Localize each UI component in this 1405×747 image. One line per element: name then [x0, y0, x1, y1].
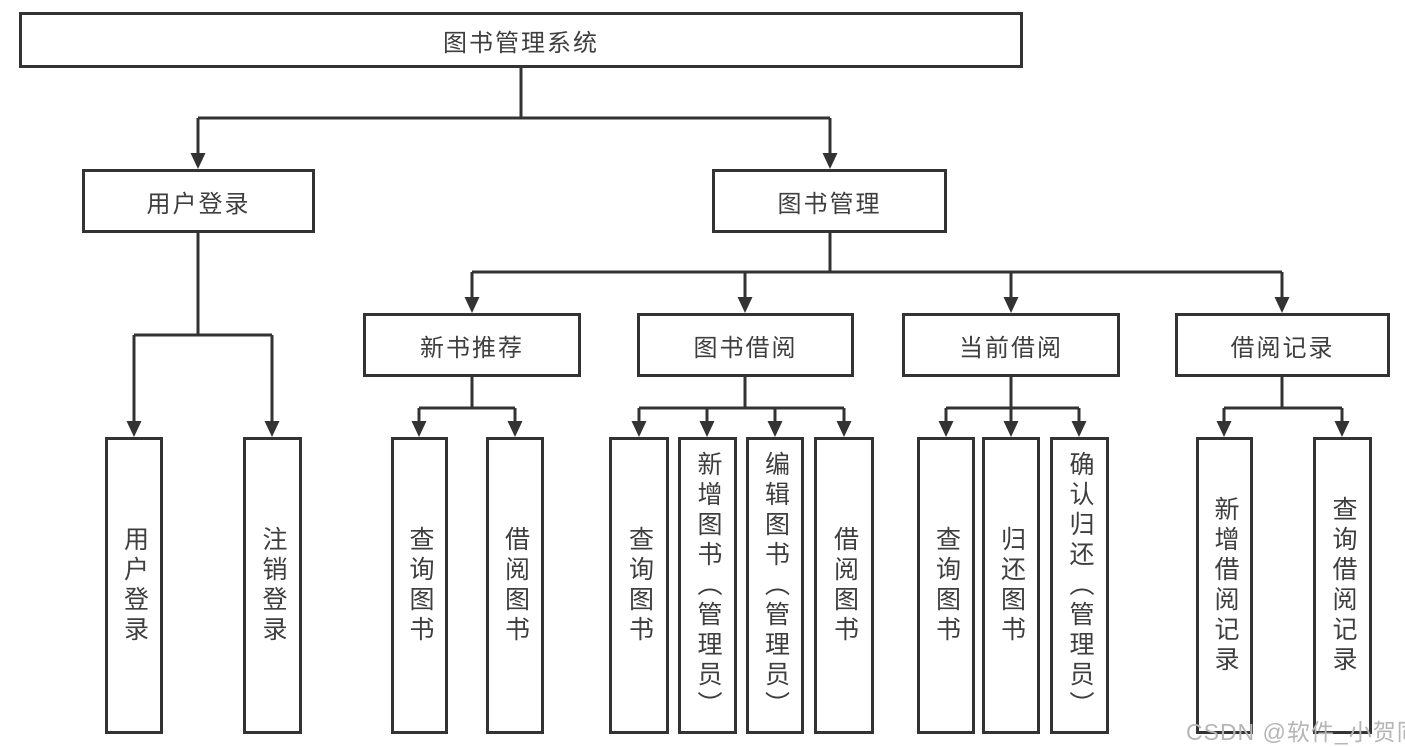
node-user-login-label: 用户登录	[146, 190, 251, 218]
leaf-new-books-query: 查询图书	[391, 437, 448, 734]
arrowhead	[411, 421, 427, 437]
leaf-logout-label: 注销登录	[259, 525, 287, 646]
leaf-current-return: 归还图书	[982, 437, 1040, 734]
leaf-borrow-add-admin: 新增图书（管理员）	[678, 437, 737, 734]
arrowhead	[1274, 297, 1290, 313]
arrowhead	[1216, 421, 1232, 437]
leaf-borrow-edit-admin-label: 编辑图书（管理员）	[761, 450, 790, 721]
arrowhead	[836, 421, 852, 437]
arrowhead	[1334, 421, 1350, 437]
connector-user-login	[132, 233, 274, 422]
leaf-new-books-query-label: 查询图书	[406, 525, 434, 646]
node-book-borrowing-label: 图书借阅	[693, 334, 798, 362]
arrowhead	[264, 421, 280, 437]
node-current-borrowing: 当前借阅	[902, 313, 1120, 377]
node-borrowing-records: 借阅记录	[1175, 313, 1390, 377]
node-current-borrowing-label: 当前借阅	[959, 334, 1063, 362]
leaf-current-query: 查询图书	[917, 437, 975, 734]
node-root-label: 图书管理系统	[443, 29, 599, 57]
leaf-logout: 注销登录	[243, 437, 302, 734]
leaf-user-login: 用户登录	[105, 437, 163, 734]
leaf-borrow-add-admin-label: 新增图书（管理员）	[694, 450, 722, 721]
leaf-records-add: 新增借阅记录	[1196, 437, 1253, 734]
arrowhead	[737, 297, 753, 313]
leaf-user-login-label: 用户登录	[120, 525, 149, 646]
leaf-new-books-borrow: 借阅图书	[486, 437, 544, 734]
connector-current-borrow	[944, 377, 1081, 422]
node-user-login: 用户登录	[82, 169, 315, 233]
leaf-new-books-borrow-label: 借阅图书	[501, 525, 530, 646]
arrowhead	[126, 421, 142, 437]
leaf-current-query-label: 查询图书	[932, 525, 961, 646]
arrowhead	[1003, 421, 1019, 437]
node-book-management-label: 图书管理	[777, 190, 882, 218]
node-borrowing-records-label: 借阅记录	[1230, 334, 1335, 362]
csdn-watermark: CSDN @软件_小贺同学	[1186, 719, 1405, 745]
node-new-book-recommend-label: 新书推荐	[420, 334, 524, 362]
node-book-borrowing: 图书借阅	[637, 313, 854, 377]
leaf-current-return-label: 归还图书	[997, 525, 1026, 646]
leaf-borrow-borrow: 借阅图书	[814, 437, 874, 734]
connector-root	[196, 68, 832, 154]
arrowhead	[507, 421, 523, 437]
leaf-current-confirm-admin-label: 确认归还（管理员）	[1066, 450, 1094, 721]
arrowhead	[1003, 297, 1019, 313]
arrowhead	[190, 153, 206, 169]
connector-new-books	[417, 377, 517, 422]
connector-book-borrow	[637, 377, 846, 422]
arrowhead	[822, 153, 838, 169]
leaf-records-add-label: 新增借阅记录	[1211, 495, 1239, 676]
arrowhead	[464, 297, 480, 313]
arrowhead	[631, 421, 647, 437]
connector-book-mgmt	[470, 233, 1284, 298]
leaf-borrow-query-label: 查询图书	[625, 525, 654, 646]
arrowhead	[699, 421, 715, 437]
leaf-records-query-label: 查询借阅记录	[1329, 495, 1357, 676]
arrowhead	[767, 421, 783, 437]
leaf-borrow-query: 查询图书	[609, 437, 669, 734]
node-root: 图书管理系统	[19, 12, 1023, 68]
arrowhead	[938, 421, 954, 437]
leaf-borrow-edit-admin: 编辑图书（管理员）	[746, 437, 804, 734]
leaf-records-query: 查询借阅记录	[1313, 437, 1372, 734]
arrowhead	[1071, 421, 1087, 437]
node-book-management: 图书管理	[712, 169, 947, 233]
leaf-current-confirm-admin: 确认归还（管理员）	[1050, 437, 1109, 734]
leaf-borrow-borrow-label: 借阅图书	[830, 525, 859, 646]
node-new-book-recommend: 新书推荐	[363, 313, 581, 377]
connector-borrow-records	[1222, 377, 1344, 422]
